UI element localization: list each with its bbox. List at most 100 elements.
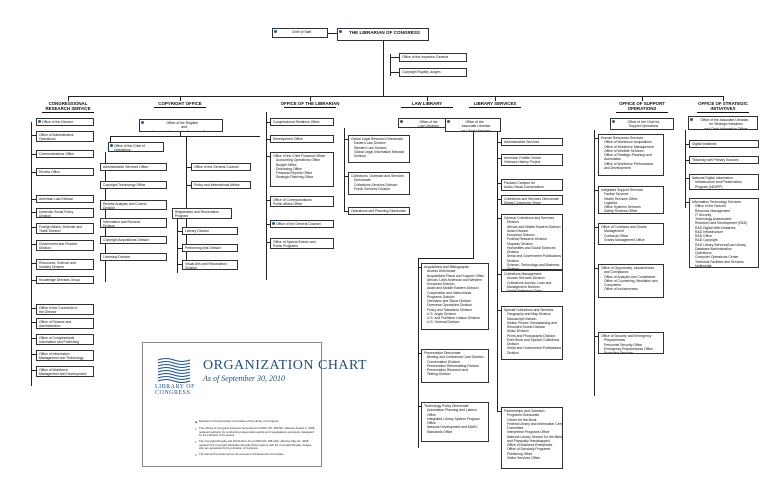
box-text-line: Operations and Planning Directorate: [351, 209, 406, 213]
box-text-line: Office of Special Events and: [273, 240, 316, 244]
connector-line: [497, 183, 501, 184]
box-text-line: Office of Communications: [273, 198, 312, 202]
connector-line: [266, 139, 270, 140]
connector-line: [266, 122, 270, 123]
box-text-line: for Library Services: [461, 128, 491, 132]
box-text-line: Office of Inclusiveness: [604, 287, 638, 292]
copyright-division-box: Administrative Services Office: [100, 163, 167, 171]
box-text-line: Division: [507, 220, 519, 225]
header-line: LAW LIBRARY: [411, 101, 443, 106]
box-text-line: Office of the Director: [42, 120, 74, 124]
connector-line: [685, 130, 686, 208]
box-text-line: Office Systems Services: [604, 205, 641, 209]
library-logo-icon: [157, 357, 191, 383]
copyright-division-box: Copyright Acquisitions Division: [100, 236, 167, 244]
header-underline: [154, 107, 206, 108]
box-text-line: Eastern Law Division: [354, 141, 386, 146]
box-text-line: Digital Initiatives: [692, 142, 717, 146]
box-text-line: Preservation Reformatting Division: [427, 363, 480, 368]
connector-line: [31, 154, 36, 155]
box-text-line: Information and Records: [103, 220, 141, 224]
box-text-line: Accounting Operations Office: [276, 158, 321, 163]
box-text-line: Interpretive Programs Office: [507, 430, 550, 435]
box-text-line: Administrative Services Office: [103, 165, 148, 169]
box-text-line: Global Legal Information Network: [354, 149, 405, 154]
connector-line: [497, 218, 501, 219]
box-text-line: Acquisitions and Bibliographic: [424, 265, 470, 269]
box-text-line: Communications Office: [39, 152, 74, 156]
box-text-line: Policy and International Affairs: [194, 183, 240, 187]
connector-line: [685, 160, 689, 161]
connector-line: [594, 227, 598, 228]
box-text-line: Operations: [114, 148, 131, 152]
crs-director-box: Office of the Director: [36, 118, 94, 126]
box-text-line: Strategic Planning Office: [276, 175, 314, 180]
connector-line: [594, 336, 598, 337]
box-text-line: Access Directorate: [427, 269, 456, 274]
connector-line: [31, 322, 36, 323]
connector-line: [177, 248, 182, 249]
box-text-line: National Digital Information: [692, 176, 733, 180]
box-text-line: Audio-Visual Conservation: [504, 185, 544, 190]
box-text-line: European Division: [427, 282, 455, 286]
header-line: RESEARCH SERVICE: [45, 106, 91, 112]
box-text-line: Office of Analysis and Compliance: [604, 274, 656, 279]
box-text-line: Public Programs: [273, 244, 298, 249]
box-text-line: Motion Picture, Broadcasting and: [507, 320, 557, 325]
connector-line: [344, 176, 348, 177]
box-text-line: Infrastructure and Preservation: [695, 180, 742, 185]
header-line: OPERATIONS: [627, 106, 657, 112]
box-text-line: Office of Finance and: [39, 320, 72, 324]
librarian-office-box: Development Office: [270, 135, 334, 143]
connector-line: [31, 212, 36, 213]
footnote: The Copyright Royalty and Distribution A…: [199, 439, 313, 451]
header-underline: [401, 107, 453, 108]
strategic-initiative-box: Digital Initiatives: [689, 140, 759, 148]
box-text-line: Office of Workforce Acquisitions: [604, 140, 652, 145]
box-text-line: and: [181, 125, 187, 130]
box-text-line: Operations: [39, 137, 56, 142]
box-text-line: Division: [39, 214, 51, 218]
box-text-line: Domestic Social Policy: [39, 210, 74, 214]
box-text-line: African and Middle Eastern Division: [507, 224, 561, 229]
box-text-line: Safety Services Office: [604, 209, 638, 214]
box-text-line: Database Administration: [695, 246, 732, 251]
box-text-line: Division: [507, 258, 519, 263]
law-directorate-box: Operations and Planning Directorate: [348, 207, 410, 215]
box-text-line: Office: [427, 421, 436, 425]
connector-line: [497, 132, 498, 412]
connector-line: [328, 33, 337, 34]
connector-line: [497, 411, 501, 412]
connector-line: [266, 224, 270, 225]
box-text-line: Hispanic Division: [507, 241, 533, 246]
box-text-line: Grants Management Office: [604, 237, 645, 242]
logo-line: CONGRESS: [155, 390, 191, 397]
box-text-line: African, Latin American and Western: [427, 277, 482, 282]
box-text-line: Office of the General Counsel: [194, 165, 239, 169]
box-text-line: Office of the Register: [166, 121, 199, 125]
box-text-line: European Division: [507, 233, 535, 237]
box-text-line: Automation Planning and Liaison: [427, 408, 477, 413]
connector-line: [390, 57, 399, 58]
connector-line: [685, 144, 689, 145]
box-text-line: Collections Access, Loan and: [507, 280, 552, 285]
box-text-line: Management Division: [507, 284, 540, 289]
crs-division-box: Review Office: [36, 168, 94, 176]
connector-line: [594, 138, 598, 139]
box-text-line: Resources, Science and: [39, 261, 76, 265]
box-text-line: Division: [103, 224, 115, 228]
box-text-line: Associate Librarian for Copyright Servic…: [152, 129, 216, 132]
connector-line: [418, 258, 474, 259]
box-text-line: Integrated Library System Program: [427, 416, 480, 421]
box-text-line: Development Office: [273, 137, 303, 141]
